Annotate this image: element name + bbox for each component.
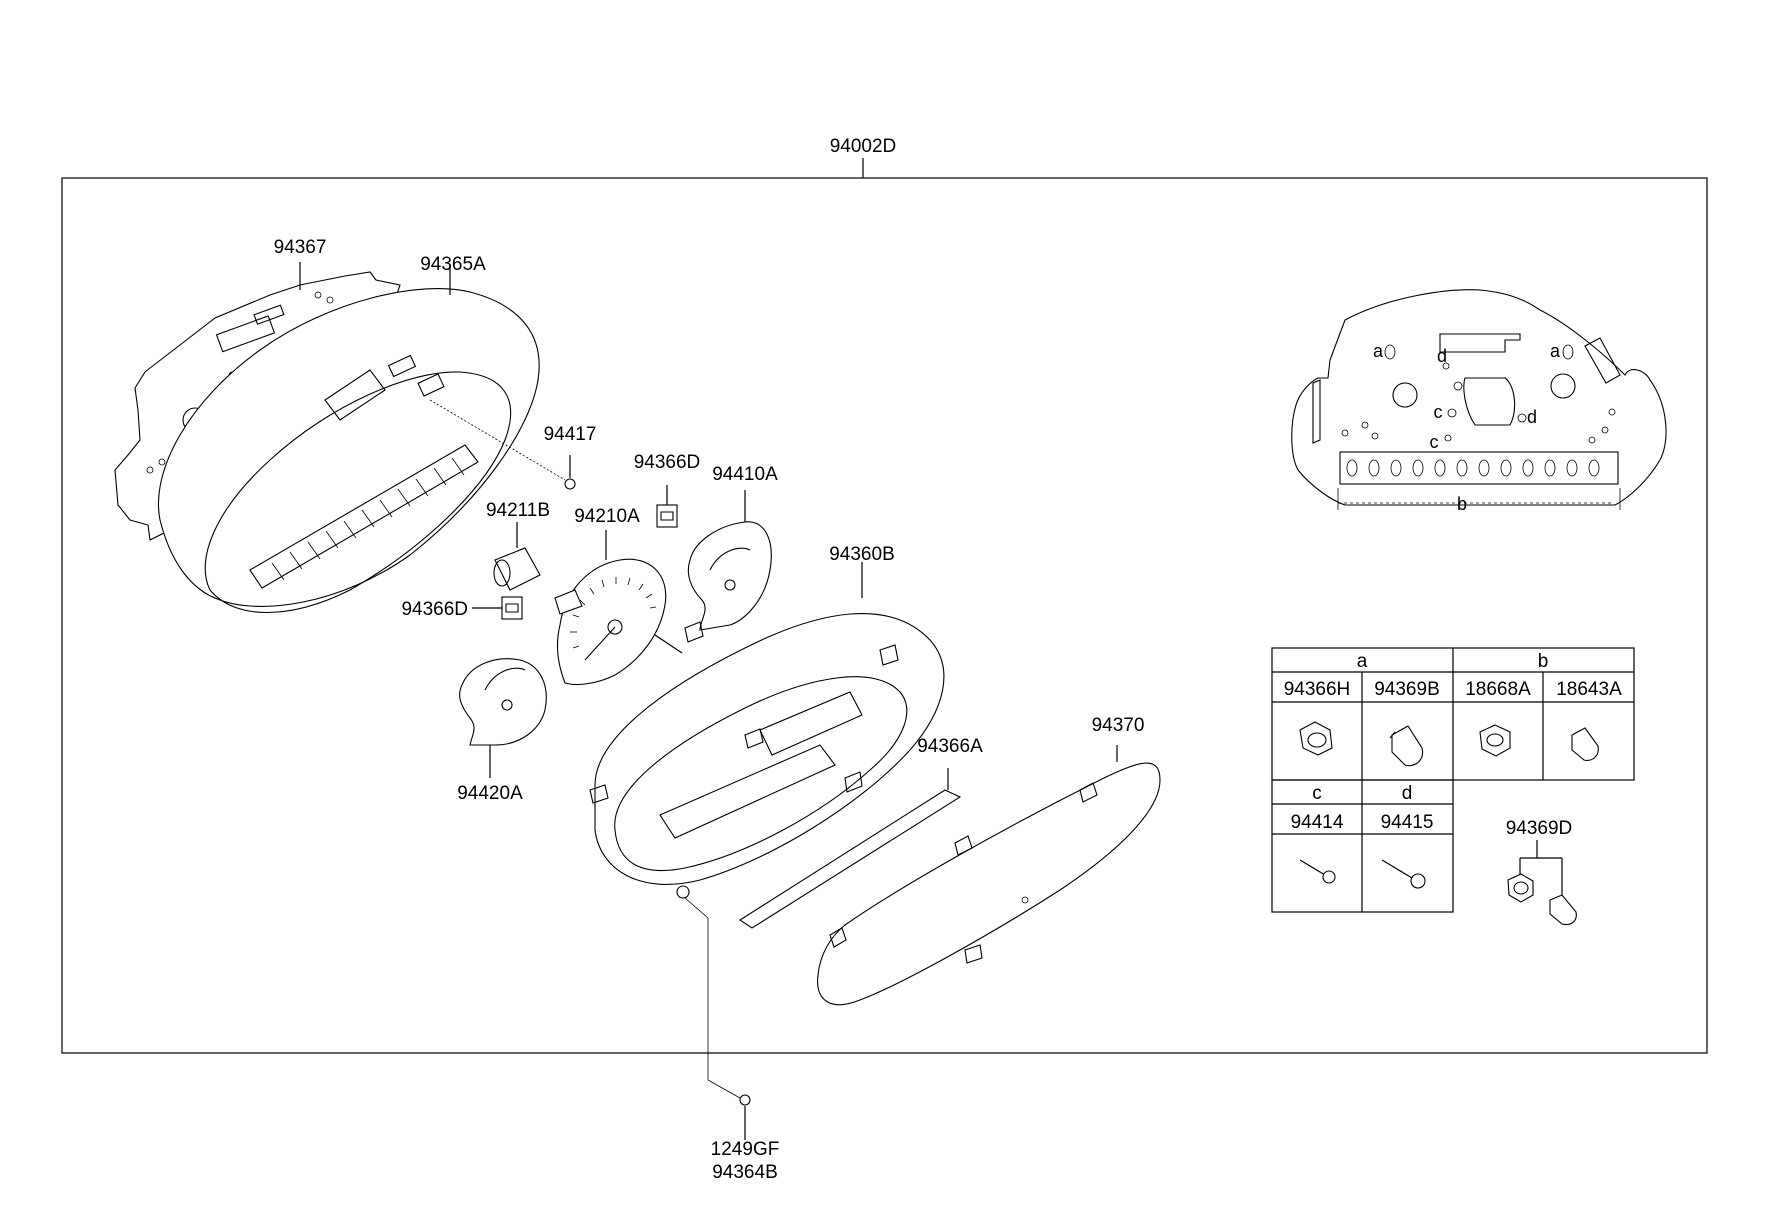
socket-bulb-94369D: 94369D bbox=[1506, 818, 1577, 926]
callout-94364B[interactable]: 94364B bbox=[712, 1162, 778, 1183]
legend-key-b[interactable]: b bbox=[1538, 651, 1549, 672]
callout-94369D[interactable]: 94369D bbox=[1506, 818, 1573, 839]
socket-94211B: 94211B bbox=[486, 500, 550, 591]
callout-94417[interactable]: 94417 bbox=[544, 424, 597, 445]
socket-icon-18668A bbox=[1479, 724, 1511, 757]
callout-94360B[interactable]: 94360B bbox=[829, 544, 895, 565]
assembly-part-number[interactable]: 94002D bbox=[830, 136, 897, 157]
detail-letter-b[interactable]: b bbox=[1457, 494, 1467, 514]
front-glass-94370: 94370 bbox=[817, 715, 1161, 1006]
screw-94417: 94417 bbox=[429, 399, 597, 490]
callout-1249GF[interactable]: 1249GF bbox=[711, 1139, 780, 1160]
gauge-94420A: 94420A bbox=[457, 658, 547, 804]
bulb-icon-18643A bbox=[1571, 727, 1599, 761]
detail-letter-c1[interactable]: c bbox=[1434, 402, 1443, 422]
detail-letter-c2[interactable]: c bbox=[1430, 432, 1439, 452]
callout-94211B[interactable]: 94211B bbox=[486, 500, 550, 521]
callout-94370[interactable]: 94370 bbox=[1092, 715, 1145, 736]
connector-94366D-bottom: 94366D bbox=[401, 596, 523, 620]
legend-key-d[interactable]: d bbox=[1402, 783, 1413, 804]
lens-strip-94366A: 94366A bbox=[738, 736, 983, 929]
socket-icon-94366H bbox=[1299, 721, 1333, 756]
speedometer-94210A: 94210A bbox=[554, 506, 683, 685]
bulb-icon-94369B bbox=[1389, 725, 1424, 767]
legend-part-94366H[interactable]: 94366H bbox=[1284, 679, 1351, 700]
legend-key-c[interactable]: c bbox=[1312, 783, 1322, 804]
gauge-94410A: 94410A bbox=[687, 464, 778, 631]
legend-part-18668A[interactable]: 18668A bbox=[1465, 679, 1531, 700]
callout-94366D-top[interactable]: 94366D bbox=[634, 452, 701, 473]
rear-case-94365A: 94365A bbox=[158, 254, 540, 613]
detail-letter-a-left[interactable]: a bbox=[1373, 341, 1384, 361]
callout-94367[interactable]: 94367 bbox=[274, 237, 327, 258]
connector-94366D-top: 94366D bbox=[634, 452, 701, 528]
assembly-frame: 94002D bbox=[61, 136, 1708, 1054]
legend-part-18643A[interactable]: 18643A bbox=[1556, 679, 1622, 700]
legend-key-a[interactable]: a bbox=[1357, 651, 1368, 672]
legend-part-94415[interactable]: 94415 bbox=[1381, 812, 1434, 833]
legend-part-94369B[interactable]: 94369B bbox=[1374, 679, 1440, 700]
callout-94420A[interactable]: 94420A bbox=[457, 783, 523, 804]
detail-letter-d2[interactable]: d bbox=[1527, 407, 1537, 427]
detail-view-pcb: a a d d c c b bbox=[1291, 289, 1667, 514]
callout-94365A[interactable]: 94365A bbox=[420, 254, 486, 275]
detail-letter-a-right[interactable]: a bbox=[1550, 341, 1561, 361]
housing-94360B: 94360B bbox=[589, 544, 945, 899]
screw-1249GF: 1249GF 94364B bbox=[684, 897, 780, 1183]
callout-94410A[interactable]: 94410A bbox=[712, 464, 778, 485]
callout-94210A[interactable]: 94210A bbox=[574, 506, 640, 527]
detail-letter-d1[interactable]: d bbox=[1437, 346, 1447, 366]
callout-94366D-bottom[interactable]: 94366D bbox=[401, 599, 468, 620]
legend-part-94414[interactable]: 94414 bbox=[1291, 812, 1344, 833]
screw-icon-94414 bbox=[1299, 859, 1336, 884]
legend-table: a b 94366H 94369B 18668A 18643A c d 9441… bbox=[1271, 647, 1635, 913]
callout-94366A[interactable]: 94366A bbox=[917, 736, 983, 757]
screw-icon-94415 bbox=[1381, 859, 1426, 889]
